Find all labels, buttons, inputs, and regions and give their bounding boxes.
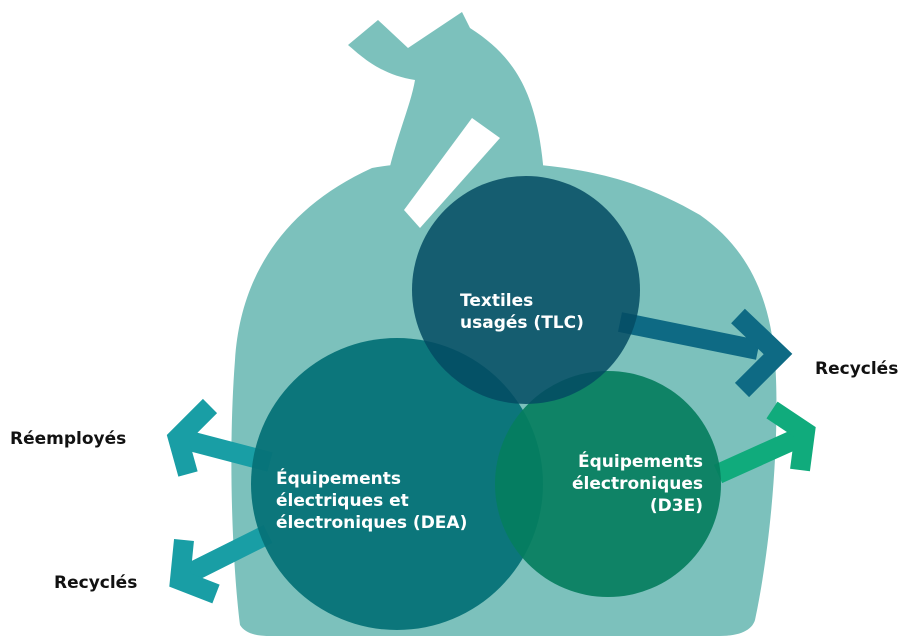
d3e-label-line1: Équipements	[577, 452, 703, 472]
d3e-label-line2: électroniques	[571, 474, 703, 494]
arrow-reuse-head	[166, 398, 218, 477]
arrow-d3e-head	[766, 401, 816, 472]
tlc-label: Textiles usagés (TLC)	[460, 290, 584, 334]
outcome-recycled-tlc: Recyclés	[815, 359, 899, 379]
circle-d3e	[495, 371, 721, 597]
arrow-icon	[169, 525, 273, 604]
dea-label-line2: électriques et	[276, 491, 409, 511]
outcome-reused-dea: Réemployés	[10, 429, 127, 449]
dea-label-line3: électroniques (DEA)	[276, 513, 468, 533]
arrow-recycle-head	[169, 539, 220, 604]
tlc-label-line1: Textiles	[460, 291, 534, 311]
arrow-recycle-shaft	[183, 525, 273, 583]
d3e-label-line3: (D3E)	[649, 496, 703, 516]
bag-knot	[348, 12, 545, 206]
outcome-recycled-dea: Recyclés	[54, 573, 138, 593]
dea-label: Équipements électriques et électroniques…	[276, 468, 467, 534]
circle-tlc	[412, 176, 640, 404]
arrow-d3e-shaft	[713, 428, 803, 484]
tlc-label-line2: usagés (TLC)	[460, 313, 584, 333]
bag-tie-white	[404, 118, 500, 228]
arrow-icon	[713, 401, 816, 484]
d3e-label: Équipements électroniques (D3E)	[540, 451, 703, 517]
arrow-icon	[618, 308, 793, 398]
dea-label-line1: Équipements	[276, 469, 402, 489]
arrow-tlc-shaft	[618, 312, 760, 360]
arrow-tlc-head	[731, 308, 793, 398]
circle-dea	[251, 338, 543, 630]
